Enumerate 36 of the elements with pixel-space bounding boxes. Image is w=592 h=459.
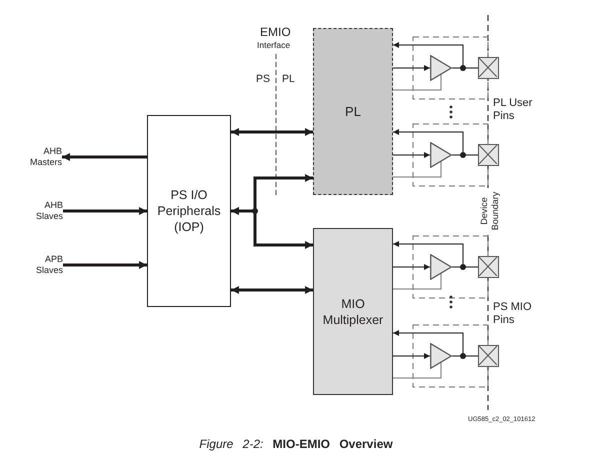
arrow (231, 128, 313, 136)
bus-label: AHB Masters (22, 145, 62, 169)
buffer-triangle (430, 343, 452, 369)
figure-caption: Figure 2-2: MIO-EMIO Overview (198, 437, 394, 451)
arrow (231, 286, 313, 294)
io-pad (478, 256, 499, 278)
text-label: EMIO (260, 26, 291, 40)
io-pad (478, 345, 499, 367)
connector-line (392, 74, 442, 90)
arrow (63, 207, 147, 215)
block-box: MIO Multiplexer (313, 228, 393, 395)
connector-line (392, 273, 442, 290)
arrow (231, 207, 313, 249)
text-label: PS (256, 74, 270, 86)
text-label: Device Boundary (479, 188, 501, 234)
arrow (392, 353, 430, 359)
bus-label: AHB Slaves (22, 199, 63, 223)
connector-line (392, 161, 442, 178)
text-label: PS MIO Pins (493, 301, 533, 327)
arrow (392, 65, 430, 71)
block-box: PL (313, 28, 393, 195)
io-pad (478, 144, 499, 166)
text-label: Interface (257, 41, 290, 50)
buffer-triangle (430, 142, 452, 168)
buffer-triangle (430, 55, 452, 81)
arrow (62, 153, 147, 161)
block-box: PS I/O Peripherals (IOP) (147, 115, 231, 307)
bus-label: APB Slaves (22, 253, 63, 277)
arrow (63, 261, 147, 269)
io-pad (478, 57, 499, 79)
arrow (392, 152, 430, 158)
buffer-triangle (430, 254, 452, 280)
text-label: PL (282, 74, 295, 86)
connector-line (392, 362, 442, 378)
arrow (392, 264, 430, 270)
text-label: PL User Pins (493, 97, 534, 123)
